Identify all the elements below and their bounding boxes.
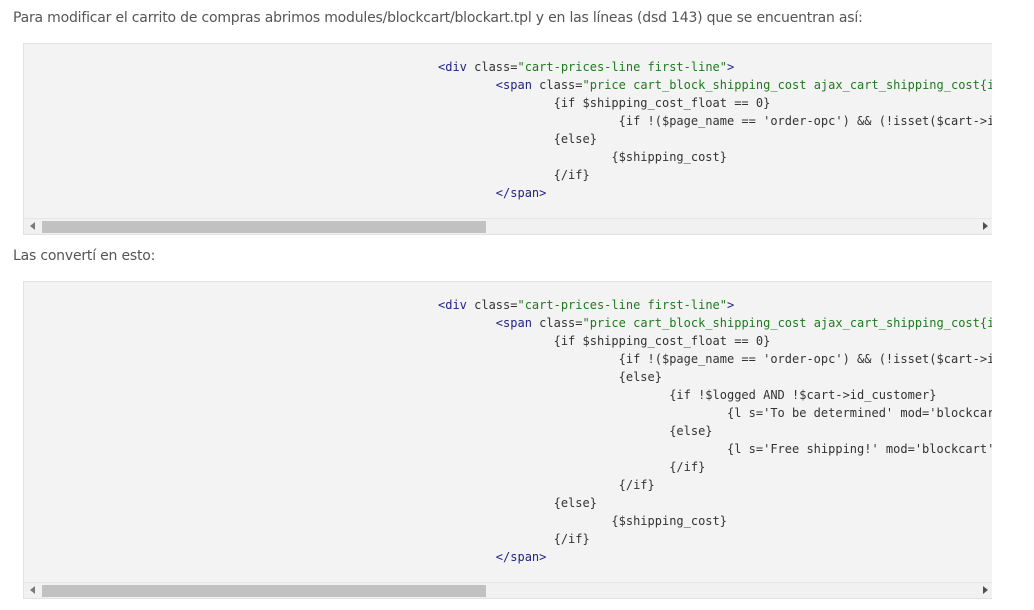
code-line: <div class="cart-prices-line first-line"… (438, 58, 992, 76)
code-token-attr: class= (474, 60, 518, 74)
code-line: {/if} (438, 458, 992, 476)
intro-paragraph: Para modificar el carrito de compras abr… (13, 10, 863, 26)
code-viewport[interactable]: <div class="cart-prices-line first-line"… (24, 282, 992, 582)
code-line: {/if} (438, 476, 992, 494)
code-line: {else} (438, 494, 992, 512)
code-token-tpl: {$shipping_cost} (438, 514, 727, 528)
code-token-tpl: {/if} (438, 460, 706, 474)
code-line: </span> (438, 184, 992, 202)
code-listing: <div class="cart-prices-line first-line"… (24, 44, 992, 202)
scroll-right-arrow-icon[interactable] (983, 586, 988, 594)
code-line: {l s='To be determined' mod='blockcart (438, 404, 992, 422)
code-block-modified: <div class="cart-prices-line first-line"… (23, 281, 992, 599)
code-token-tag: </span> (495, 550, 547, 564)
code-token-tag: > (727, 60, 735, 74)
code-token-attr: class= (539, 78, 583, 92)
code-token-tpl: {else} (438, 132, 597, 146)
code-viewport[interactable]: <div class="cart-prices-line first-line"… (24, 44, 992, 218)
code-token-tag: <span (495, 316, 540, 330)
code-line: {l s='Free shipping!' mod='blockcart'} (438, 440, 992, 458)
scrollbar-thumb[interactable] (42, 221, 486, 233)
code-line: <span class="price cart_block_shipping_c… (438, 314, 992, 332)
code-token-str: "cart-prices-line first-line" (517, 298, 727, 312)
code-token-tpl: {/if} (438, 532, 590, 546)
code-token-tpl: {if $shipping_cost_float == 0} (438, 334, 771, 348)
code-line: {if !($page_name == 'order-opc') && (!is… (438, 112, 992, 130)
horizontal-scrollbar[interactable] (24, 582, 992, 598)
code-token-tpl (438, 186, 496, 200)
code-token-tpl (438, 550, 496, 564)
scroll-left-arrow-icon[interactable] (30, 586, 35, 594)
code-token-str: "cart-prices-line first-line" (517, 60, 727, 74)
code-token-tpl: {l s='Free shipping!' mod='blockcart'} (438, 442, 992, 456)
scroll-right-arrow-icon[interactable] (983, 222, 988, 230)
code-token-tpl: {if !($page_name == 'order-opc') && (!is… (438, 352, 992, 366)
code-token-tag: <div (438, 60, 475, 74)
code-token-tag: <span (495, 78, 540, 92)
code-line: {if !($page_name == 'order-opc') && (!is… (438, 350, 992, 368)
code-token-tag: <div (438, 298, 475, 312)
code-token-attr: class= (474, 298, 518, 312)
code-token-tpl: {else} (438, 496, 597, 510)
code-token-tpl: {else} (438, 370, 662, 384)
code-token-tpl: {$shipping_cost} (438, 150, 727, 164)
code-line: <div class="cart-prices-line first-line"… (438, 296, 992, 314)
code-line: </span> (438, 548, 992, 566)
code-listing: <div class="cart-prices-line first-line"… (24, 282, 992, 566)
converted-paragraph: Las convertí en esto: (13, 248, 156, 264)
horizontal-scrollbar[interactable] (24, 218, 992, 234)
scrollbar-thumb[interactable] (42, 585, 486, 597)
code-token-tpl (438, 316, 496, 330)
code-token-tag: > (727, 298, 735, 312)
code-token-tpl: {if $shipping_cost_float == 0} (438, 96, 771, 110)
code-line: {if $shipping_cost_float == 0} (438, 94, 992, 112)
code-token-tpl: {if !$logged AND !$cart->id_customer} (438, 388, 937, 402)
code-block-original: <div class="cart-prices-line first-line"… (23, 43, 992, 235)
code-line: {$shipping_cost} (438, 512, 992, 530)
scroll-left-arrow-icon[interactable] (30, 222, 35, 230)
code-line: {/if} (438, 166, 992, 184)
code-line: {else} (438, 368, 992, 386)
code-token-attr: class= (539, 316, 583, 330)
code-line: <span class="price cart_block_shipping_c… (438, 76, 992, 94)
code-token-str: "price cart_block_shipping_cost ajax_car… (582, 78, 992, 92)
code-token-tpl: {if !($page_name == 'order-opc') && (!is… (438, 114, 992, 128)
code-line: {else} (438, 422, 992, 440)
code-line: {if $shipping_cost_float == 0} (438, 332, 992, 350)
code-line: {if !$logged AND !$cart->id_customer} (438, 386, 992, 404)
code-line: {else} (438, 130, 992, 148)
code-token-tpl (438, 78, 496, 92)
code-line: {$shipping_cost} (438, 148, 992, 166)
code-token-tag: </span> (495, 186, 547, 200)
code-token-str: "price cart_block_shipping_cost ajax_car… (582, 316, 992, 330)
code-token-tpl: {else} (438, 424, 713, 438)
code-token-tpl: {/if} (438, 168, 590, 182)
code-token-tpl: {/if} (438, 478, 655, 492)
code-token-tpl: {l s='To be determined' mod='blockcart (438, 406, 992, 420)
code-line: {/if} (438, 530, 992, 548)
